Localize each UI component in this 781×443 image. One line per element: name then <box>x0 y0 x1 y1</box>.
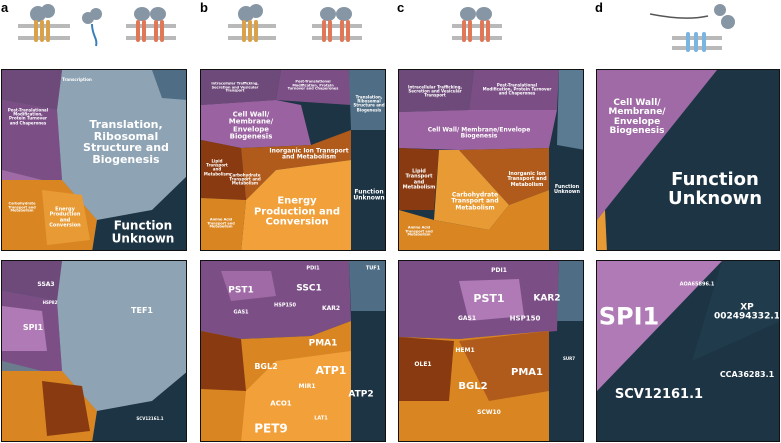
treemap-a-top: Translation, Ribosomal Structure and Bio… <box>1 69 187 251</box>
treemap-b-bottom: PST1 SSC1 PDI1 KAR2 HSP150 GAS1 PMA1 ATP… <box>200 260 386 442</box>
label-kar2: KAR2 <box>533 293 561 304</box>
label-xp-002494332: XP 002494332.1 <box>713 302 780 322</box>
label-bgl2: BGL2 <box>458 380 488 392</box>
label-amino-acid: Amino Acid Transport and Metabolism <box>207 217 235 229</box>
panel-label-d: d <box>595 0 603 15</box>
treemap-a-bottom: SSA3 HSP82 SPI1 TEF1 SCV12161.1 <box>1 260 187 442</box>
membrane-protein-icon-a <box>18 4 176 47</box>
label-carbohydrate: Carbohydrate Transport and Metabolism <box>451 191 499 212</box>
label-translation: Translation, Ribosomal Structure and Bio… <box>353 94 385 113</box>
treemap-a-top-cells <box>2 70 186 250</box>
label-atp2: ATP2 <box>348 389 374 400</box>
label-cca36283: CCA36283.1 <box>719 369 775 379</box>
label-pma1: PMA1 <box>308 338 338 349</box>
label-function-unknown: Function Unknown <box>553 183 581 195</box>
label-pet9: PET9 <box>254 421 288 436</box>
label-function-unknown: Function Unknown <box>111 218 175 245</box>
label-carbohydrate: Carbohydrate Transport and Metabolism <box>8 201 36 213</box>
label-post-translational: Post-Translational Modification, Protein… <box>7 107 49 126</box>
label-spi1: SPI1 <box>598 302 660 331</box>
treemap-d-top-cells <box>597 70 779 250</box>
treemap-c-top: Intracellular Trafficking, Secretion and… <box>398 69 584 251</box>
label-mir1: MIR1 <box>298 382 316 390</box>
treemap-d-bottom-cells <box>597 261 779 441</box>
label-gas1: GAS1 <box>457 314 477 322</box>
label-cell-wall: Cell Wall/ Membrane/ Envelope Biogenesis <box>228 110 274 141</box>
treemap-d-bottom: SPI1 AOA65896.1 XP 002494332.1 SCV12161.… <box>596 260 780 442</box>
label-pst1: PST1 <box>228 285 254 296</box>
label-post-translational: Post-Translational Modification, Protein… <box>287 79 339 91</box>
label-scv12161: SCV12161.1 <box>614 387 704 403</box>
label-lipid: Lipid Transport and Metabolism <box>203 158 231 177</box>
treemap-a-bottom-cells <box>2 261 186 441</box>
label-pdi1: PDI1 <box>491 266 507 274</box>
label-tef1: TEF1 <box>131 305 153 315</box>
membrane-protein-icon-d <box>650 4 735 52</box>
label-ssc1: SSC1 <box>296 283 322 294</box>
panel-label-a: a <box>1 0 9 15</box>
label-pst1: PST1 <box>473 292 505 306</box>
label-hem1: HEM1 <box>455 346 475 354</box>
label-function-unknown: Function Unknown <box>353 188 385 202</box>
label-bgl2: BGL2 <box>254 361 278 371</box>
label-aco1: ACO1 <box>270 399 292 408</box>
label-lat1: LAT1 <box>314 415 328 422</box>
label-scw10: SCW10 <box>477 408 501 416</box>
treemap-b-top: Intracellular Trafficking, Secretion and… <box>200 69 386 251</box>
label-inorganic-ion: Inorganic Ion Transport and Metabolism <box>269 147 349 161</box>
label-hsp150: HSP150 <box>509 314 541 323</box>
label-cell-wall: Cell Wall/ Membrane/ Envelope Biogenesis <box>608 98 666 137</box>
label-pdi1: PDI1 <box>306 265 320 272</box>
label-gas1: GAS1 <box>233 309 249 316</box>
label-amino-acid: Amino Acid Transport and Metabolism <box>405 225 433 237</box>
label-tuf1: TUF1 <box>365 265 381 272</box>
label-lipid: Lipid Transport and Metabolism <box>402 168 436 191</box>
label-intracellular: Intracellular Trafficking, Secretion and… <box>211 81 259 93</box>
label-function-unknown: Function Unknown <box>667 169 763 209</box>
label-sur7: SUR7 <box>563 355 575 361</box>
label-pma1: PMA1 <box>511 366 543 378</box>
treemap-b-bottom-cells <box>201 261 385 441</box>
membrane-protein-icon-c <box>452 7 502 42</box>
label-spi1: SPI1 <box>22 322 44 332</box>
label-translation: Translation, Ribosomal Structure and Bio… <box>83 117 169 166</box>
label-kar2: KAR2 <box>321 304 341 312</box>
label-ssa3: SSA3 <box>37 280 55 288</box>
panel-label-b: b <box>200 0 208 15</box>
treemap-c-bottom: PDI1 PST1 KAR2 GAS1 HSP150 HEM1 OLE1 PMA… <box>398 260 584 442</box>
treemap-b-top-cells <box>201 70 385 250</box>
label-post-translational: Post-Translational Modification, Protein… <box>482 82 552 97</box>
label-aoa65896: AOA65896.1 <box>679 281 715 288</box>
label-energy: Energy Production and Conversion <box>49 206 81 229</box>
label-carbohydrate: Carbohydrate Transport and Metabolism <box>229 172 261 187</box>
label-ole1: OLE1 <box>414 360 432 368</box>
label-scv12161: SCV12161.1 <box>136 415 164 421</box>
membrane-protein-icon-b <box>228 4 362 42</box>
label-intracellular: Intracellular Trafficking, Secretion and… <box>407 84 463 99</box>
label-atp1: ATP1 <box>315 364 347 378</box>
label-hsp150: HSP150 <box>274 302 296 309</box>
label-inorganic-ion: Inorganic Ion Transport and Metabolism <box>507 171 547 188</box>
label-transcription: Transcription <box>62 76 92 82</box>
treemap-d-top: Cell Wall/ Membrane/ Envelope Biogenesis… <box>596 69 780 251</box>
label-energy: Energy Production and Conversion <box>253 195 341 228</box>
treemap-c-bottom-cells <box>399 261 583 441</box>
treemap-c-top-cells <box>399 70 583 250</box>
label-hsp82: HSP82 <box>42 299 58 305</box>
panel-label-c: c <box>397 0 405 15</box>
label-cell-wall: Cell Wall/ Membrane/Envelope Biogenesis <box>427 126 531 140</box>
